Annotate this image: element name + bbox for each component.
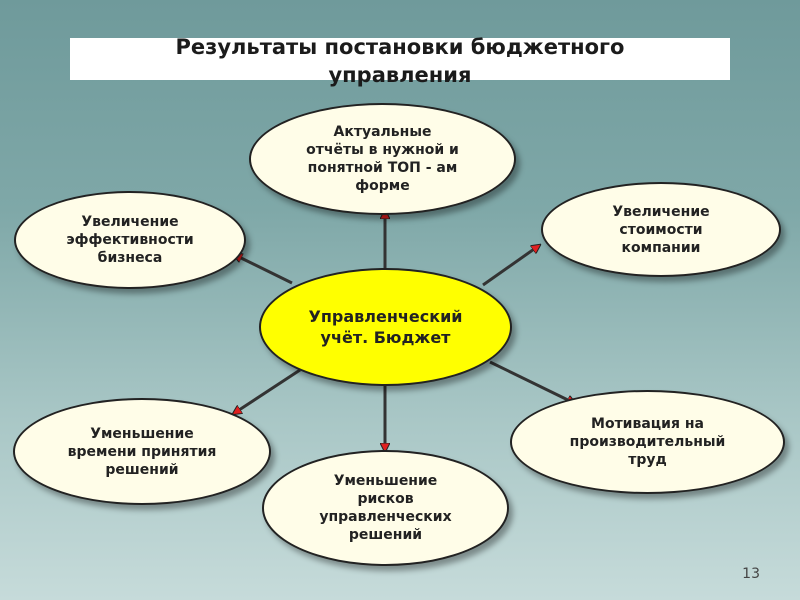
node-productive-motivation: Мотивация на производительный труд <box>510 390 785 494</box>
node-company-value: Увеличение стоимости компании <box>541 182 781 277</box>
node-label: Увеличение стоимости компании <box>612 203 710 256</box>
node-label: Увеличение эффективности бизнеса <box>66 214 194 266</box>
page-number: 13 <box>742 566 760 582</box>
slide-title: Результаты постановки бюджетного управле… <box>175 35 625 87</box>
node-label: Мотивация на производительный труд <box>569 416 726 468</box>
center-node-management-accounting: Управленческий учёт. Бюджет <box>259 268 512 386</box>
title-bar <box>70 38 730 80</box>
node-decision-time-reduction: Уменьшение времени принятия решений <box>13 398 271 505</box>
arrow-to-value <box>482 247 537 287</box>
node-business-efficiency: Увеличение эффективности бизнеса <box>14 191 246 289</box>
arrow-to-decision-time <box>236 368 301 412</box>
arrow-to-motivation <box>489 360 572 402</box>
node-risk-reduction: Уменьшение рисков управленческих решений <box>262 450 509 566</box>
center-label: Управленческий учёт. Бюджет <box>308 307 463 347</box>
node-label: Уменьшение рисков управленческих решений <box>319 473 452 543</box>
node-label: Актуальные отчёты в нужной и понятной ТО… <box>306 124 459 194</box>
node-current-reports: Актуальные отчёты в нужной и понятной ТО… <box>249 103 516 215</box>
node-label: Уменьшение времени принятия решений <box>67 425 217 478</box>
arrow-to-efficiency <box>237 256 293 285</box>
